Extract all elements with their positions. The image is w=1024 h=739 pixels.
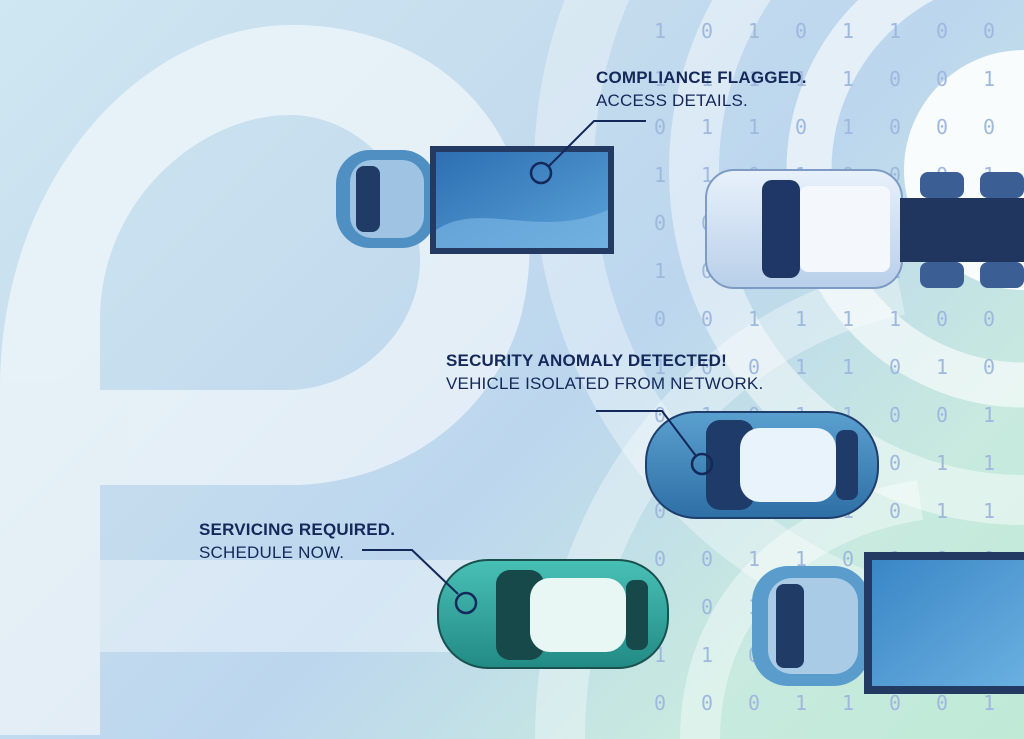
- road-shape: [0, 24, 530, 735]
- binary-digit: 1: [983, 451, 995, 475]
- binary-digit: 1: [654, 259, 666, 283]
- binary-digit: 1: [748, 307, 760, 331]
- security-car: [645, 411, 879, 519]
- binary-digit: 0: [654, 691, 666, 715]
- binary-digit: 0: [983, 355, 995, 379]
- binary-digit: 0: [936, 67, 948, 91]
- binary-digit: 1: [795, 355, 807, 379]
- servicing-body: SCHEDULE NOW.: [199, 543, 345, 562]
- binary-digit: 1: [983, 499, 995, 523]
- binary-digit: 1: [748, 67, 760, 91]
- binary-digit: 1: [748, 19, 760, 43]
- binary-digit: 0: [654, 307, 666, 331]
- binary-digit: 0: [701, 19, 713, 43]
- binary-digit: 0: [701, 355, 713, 379]
- binary-digit: 0: [889, 355, 901, 379]
- binary-digit: 0: [654, 403, 666, 427]
- binary-digit: 1: [654, 67, 666, 91]
- box-truck-bottom: [752, 552, 1024, 694]
- binary-digit: 1: [795, 67, 807, 91]
- binary-digit: 1: [842, 115, 854, 139]
- binary-digit: 0: [701, 307, 713, 331]
- binary-digit: 0: [936, 691, 948, 715]
- binary-digit: 0: [654, 547, 666, 571]
- binary-digit: 0: [795, 19, 807, 43]
- binary-digit: 1: [889, 19, 901, 43]
- binary-digit: 0: [889, 691, 901, 715]
- binary-digit: 1: [795, 307, 807, 331]
- servicing-car: [437, 559, 669, 669]
- binary-digit: 1: [701, 643, 713, 667]
- servicing-title: SERVICING REQUIRED.: [199, 520, 396, 539]
- binary-digit: 0: [983, 19, 995, 43]
- binary-digit: 0: [936, 115, 948, 139]
- servicing-callout[interactable]: SERVICING REQUIRED. SCHEDULE NOW.: [199, 518, 395, 564]
- binary-digit: 1: [936, 499, 948, 523]
- binary-digit: 1: [983, 691, 995, 715]
- pointer-servicing: [362, 549, 478, 615]
- binary-digit: 0: [983, 115, 995, 139]
- binary-digit: 1: [795, 547, 807, 571]
- binary-digit: 0: [889, 115, 901, 139]
- binary-digit: 0: [889, 403, 901, 427]
- binary-digit: 1: [983, 67, 995, 91]
- compliance-body: ACCESS DETAILS.: [596, 91, 748, 110]
- binary-digit: 0: [748, 691, 760, 715]
- binary-digit: 0: [889, 67, 901, 91]
- binary-digit: 0: [701, 547, 713, 571]
- compliance-title: COMPLIANCE FLAGGED.: [596, 68, 807, 87]
- binary-digit: 1: [842, 691, 854, 715]
- pointer-compliance: [529, 120, 646, 185]
- binary-digit: 1: [889, 307, 901, 331]
- binary-digit: 0: [842, 547, 854, 571]
- binary-digit: 0: [795, 115, 807, 139]
- binary-digit: 1: [842, 19, 854, 43]
- binary-digit: 0: [654, 211, 666, 235]
- binary-digit: 1: [795, 691, 807, 715]
- binary-digit: 1: [936, 355, 948, 379]
- binary-digit: 1: [748, 115, 760, 139]
- binary-digit: 0: [701, 595, 713, 619]
- binary-digit: 1: [842, 355, 854, 379]
- binary-digit: 1: [701, 67, 713, 91]
- binary-digit: 0: [654, 115, 666, 139]
- binary-digit: 1: [936, 451, 948, 475]
- binary-digit: 0: [701, 691, 713, 715]
- binary-digit: 1: [701, 115, 713, 139]
- binary-digit: 0: [889, 499, 901, 523]
- compliance-callout[interactable]: COMPLIANCE FLAGGED. ACCESS DETAILS.: [596, 66, 807, 112]
- binary-digit: 1: [654, 163, 666, 187]
- binary-digit: 0: [936, 403, 948, 427]
- security-title: SECURITY ANOMALY DETECTED!: [446, 351, 728, 370]
- binary-digit: 1: [701, 163, 713, 187]
- box-truck-top: [336, 146, 614, 254]
- binary-digit: 1: [654, 355, 666, 379]
- security-callout[interactable]: SECURITY ANOMALY DETECTED! VEHICLE ISOLA…: [446, 349, 763, 395]
- binary-digit: 1: [654, 19, 666, 43]
- pointer-security: [596, 410, 714, 476]
- binary-digit: 1: [983, 403, 995, 427]
- binary-digit: 0: [889, 451, 901, 475]
- binary-digit: 0: [936, 307, 948, 331]
- binary-digit: 1: [842, 67, 854, 91]
- binary-digit: 0: [936, 19, 948, 43]
- binary-digit: 1: [842, 307, 854, 331]
- security-body: VEHICLE ISOLATED FROM NETWORK.: [446, 374, 764, 393]
- semi-truck: [705, 169, 1024, 289]
- binary-digit: 0: [748, 355, 760, 379]
- binary-digit: 1: [748, 547, 760, 571]
- binary-digit: 0: [983, 307, 995, 331]
